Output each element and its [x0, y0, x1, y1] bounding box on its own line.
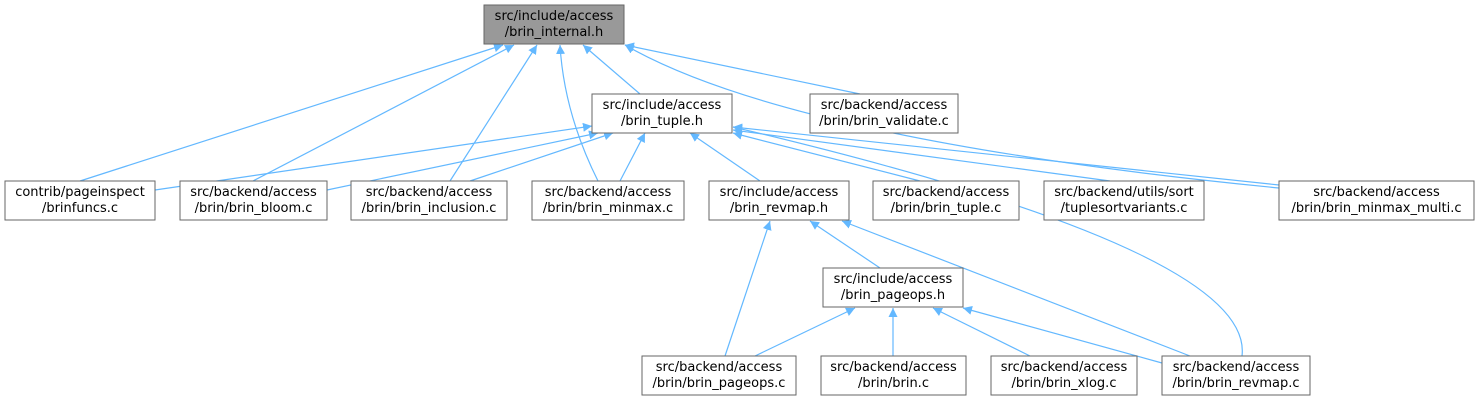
node-box	[350, 180, 508, 221]
node-label-line: src/backend/access	[830, 360, 957, 375]
node-label-line: /brin/brin_inclusion.c	[362, 201, 497, 216]
node-brin_minmax_c[interactable]: src/backend/access/brin/brin_minmax.c	[531, 180, 685, 221]
edge-brin_revmap_c-to-brin_tuple_h	[732, 124, 1243, 357]
edge-brin_pageops_h-to-brin_revmap_h	[809, 220, 881, 269]
node-label-line: src/include/access	[603, 98, 722, 113]
node-box	[990, 355, 1138, 396]
edge-brin_validate_c-to-brin_internal_h	[624, 42, 861, 95]
node-brin_tuple_h[interactable]: src/include/access/brin_tuple.h	[591, 93, 733, 134]
node-brin_inclusion_c[interactable]: src/backend/access/brin/brin_inclusion.c	[350, 180, 508, 221]
node-label-line: /brin/brin_bloom.c	[195, 201, 313, 216]
node-label-line: /brin_revmap.h	[730, 201, 828, 216]
node-label-line: /brin/brin_tuple.c	[891, 201, 1002, 216]
nodes-layer: src/include/access/brin_internal.hsrc/in…	[4, 4, 1475, 396]
node-brin_c[interactable]: src/backend/access/brin/brin.c	[820, 355, 967, 396]
node-brin_revmap_c[interactable]: src/backend/access/brin/brin_revmap.c	[1161, 355, 1311, 396]
node-label-line: contrib/pageinspect	[15, 185, 145, 200]
edge-brin_minmax_c-to-brin_internal_h	[556, 44, 599, 182]
node-label-line: /brin_pageops.h	[841, 288, 945, 303]
node-tuplesortvariants_c[interactable]: src/backend/utils/sort/tuplesortvariants…	[1043, 180, 1205, 221]
edge-brin_bloom_c-to-brin_internal_h	[252, 44, 515, 182]
edge-brinfuncs_c-to-brin_tuple_h	[154, 122, 593, 191]
node-box	[641, 355, 797, 396]
node-label-line: /brin/brin_minmax.c	[543, 201, 673, 216]
node-label-line: src/backend/access	[366, 185, 493, 200]
edge-brin_revmap_c-to-brin_revmap_h	[841, 220, 1191, 357]
edge-brin_pageops_c-to-brin_revmap_h	[724, 220, 772, 357]
node-brin_tuple_c[interactable]: src/backend/access/brin/brin_tuple.c	[872, 180, 1020, 221]
node-label-line: /brin/brin_validate.c	[819, 114, 949, 129]
edge-brin_inclusion_c-to-brin_tuple_h	[469, 131, 614, 182]
edge-brin_xlog_c-to-brin_pageops_h	[932, 307, 1031, 357]
node-label-line: src/backend/access	[1313, 185, 1440, 200]
node-label-line: src/backend/access	[1001, 360, 1128, 375]
edge-brinfuncs_c-to-brin_internal_h	[79, 43, 504, 182]
edge-brin_inclusion_c-to-brin_internal_h	[449, 44, 538, 182]
node-label-line: /tuplesortvariants.c	[1061, 201, 1188, 216]
node-brin_minmax_multi_c[interactable]: src/backend/access/brin/brin_minmax_mult…	[1278, 180, 1475, 221]
node-label-line: /brin_internal.h	[505, 25, 604, 40]
node-box	[809, 93, 959, 134]
node-label-line: src/backend/access	[656, 360, 783, 375]
node-box	[483, 4, 625, 45]
node-brin_pageops_h[interactable]: src/include/access/brin_pageops.h	[822, 267, 964, 308]
edges-layer	[79, 42, 1280, 364]
node-box	[531, 180, 685, 221]
node-brin_bloom_c[interactable]: src/backend/access/brin/brin_bloom.c	[179, 180, 328, 221]
node-brin_pageops_c[interactable]: src/backend/access/brin/brin_pageops.c	[641, 355, 797, 396]
node-box	[1043, 180, 1205, 221]
node-box	[179, 180, 328, 221]
edge-brin_minmax_c-to-brin_tuple_h	[619, 132, 646, 182]
node-box	[4, 180, 156, 221]
node-label-line: src/backend/access	[821, 98, 948, 113]
edge-brin_revmap_h-to-brin_tuple_h	[689, 132, 761, 182]
node-label-line: src/backend/access	[883, 185, 1010, 200]
node-box	[822, 267, 964, 308]
node-label-line: /brin/brin_minmax_multi.c	[1292, 201, 1462, 216]
edge-brin_tuple_h-to-brin_internal_h	[582, 44, 641, 95]
node-label-line: src/backend/access	[545, 185, 672, 200]
edge-tuplesortvariants_c-to-brin_tuple_h	[732, 126, 1111, 182]
node-brin_validate_c[interactable]: src/backend/access/brin/brin_validate.c	[809, 93, 959, 134]
node-label-line: /brin/brin.c	[858, 376, 929, 391]
node-box	[708, 180, 850, 221]
node-label-line: /brin/brin_revmap.c	[1172, 376, 1299, 391]
node-label-line: src/include/access	[834, 272, 953, 287]
node-label-line: src/backend/access	[1173, 360, 1300, 375]
node-brin_xlog_c[interactable]: src/backend/access/brin/brin_xlog.c	[990, 355, 1138, 396]
node-brinfuncs_c[interactable]: contrib/pageinspect/brinfuncs.c	[4, 180, 156, 221]
node-label-line: src/backend/access	[190, 185, 317, 200]
node-label-line: /brin_tuple.h	[621, 114, 703, 129]
node-box	[1161, 355, 1311, 396]
node-label-line: src/backend/utils/sort	[1054, 185, 1194, 200]
node-label-line: src/include/access	[720, 185, 839, 200]
edge-brin_revmap_c-to-brin_pageops_h	[962, 306, 1163, 364]
node-label-line: /brin/brin_xlog.c	[1012, 376, 1117, 391]
node-label-line: src/include/access	[495, 9, 614, 24]
node-box	[1278, 180, 1475, 221]
node-box	[872, 180, 1020, 221]
node-box	[820, 355, 967, 396]
edge-brin_tuple_c-to-brin_tuple_h	[732, 130, 921, 182]
node-box	[591, 93, 733, 134]
node-label-line: /brin/brin_pageops.c	[653, 376, 786, 391]
node-brin_internal_h[interactable]: src/include/access/brin_internal.h	[483, 4, 625, 45]
node-brin_revmap_h[interactable]: src/include/access/brin_revmap.h	[708, 180, 850, 221]
node-label-line: /brinfuncs.c	[42, 201, 118, 216]
edge-brin_pageops_c-to-brin_pageops_h	[754, 307, 856, 357]
edge-brin_minmax_multi_c-to-brin_tuple_h	[732, 123, 1280, 186]
